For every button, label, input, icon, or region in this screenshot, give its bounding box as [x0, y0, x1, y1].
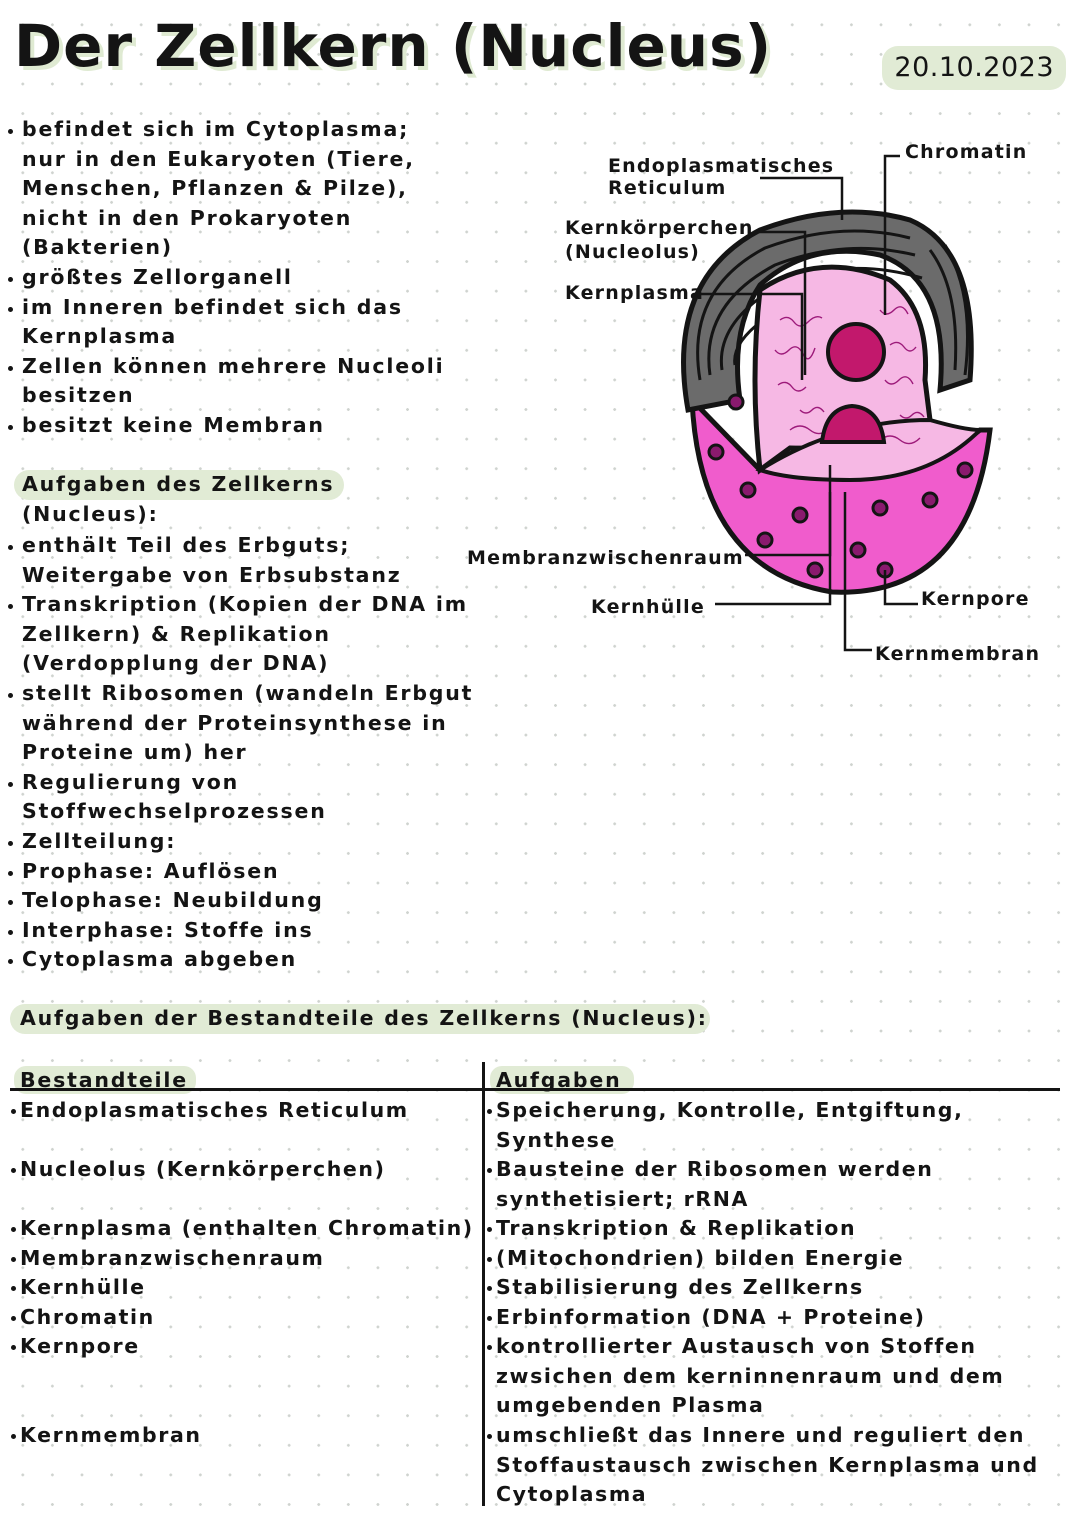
label-chromatin: Chromatin: [905, 141, 1027, 163]
table-cell-task: Bausteine der Ribosomen werden synthetis…: [486, 1155, 946, 1214]
table-cell-task: Erbinformation (DNA + Proteine): [486, 1303, 1056, 1333]
table-cell-task: (Mitochondrien) bilden Energie: [486, 1244, 1056, 1274]
table-cell-task: kontrollierter Austausch von Stoffen zws…: [486, 1332, 1026, 1421]
label-membranzwischenraum: Membranzwischenraum: [467, 547, 744, 569]
table-cell-part: Membranzwischenraum: [10, 1244, 325, 1274]
tasks-heading: Aufgaben des Zellkerns (Nucleus):: [14, 470, 344, 529]
table-cell-task: Speicherung, Kontrolle, Entgiftung, Synt…: [486, 1096, 1056, 1155]
list-item: Cytoplasma abgeben: [6, 945, 486, 975]
label-nucleolus-line2: (Nucleolus): [565, 241, 700, 263]
endoplasmic-reticulum-shape: [681, 209, 974, 413]
list-item: im Inneren befindet sich das Kernplasma: [6, 293, 442, 352]
list-item: stellt Ribosomen (wandeln Erbgut während…: [6, 679, 492, 768]
list-item: Transkription (Kopien der DNA im Zellker…: [6, 590, 482, 679]
table-heading: Aufgaben der Bestandteile des Zellkerns …: [10, 1004, 710, 1034]
table-cell-task: Stabilisierung des Zellkerns: [486, 1273, 1056, 1303]
nucleus-illustration: Endoplasmatisches Reticulum Chromatin Ke…: [467, 141, 1040, 665]
table-heading-text: Aufgaben der Bestandteile des Zellkerns …: [20, 1006, 708, 1030]
list-item: Prophase: Auflösen: [6, 857, 486, 887]
list-item: besitzt keine Membran: [6, 411, 486, 441]
task-bullet-list: enthält Teil des Erbguts; Weitergabe von…: [6, 531, 486, 975]
leader-lines: [698, 154, 918, 652]
label-kernplasma: Kernplasma: [565, 282, 704, 304]
tasks-heading-line2: (Nucleus):: [22, 501, 159, 526]
table-cell-part: Endoplasmatisches Reticulum: [10, 1096, 409, 1126]
date-badge: 20.10.2023: [882, 46, 1066, 90]
table-cell-task: Transkription & Replikation: [486, 1214, 1056, 1244]
list-item: Regulierung von Stoffwechselprozessen: [6, 768, 352, 827]
components-table: Bestandteile Aufgaben Endoplasmatisches …: [10, 1062, 1062, 1512]
label-nucleolus-line1: Kernkörperchen: [565, 217, 754, 239]
label-kernmembran: Kernmembran: [875, 643, 1040, 665]
nucleolus-lower: [819, 403, 887, 444]
list-item: Telophase: Neubildung: [6, 886, 486, 916]
label-er-line1: Endoplasmatisches: [608, 155, 834, 177]
list-item: befindet sich im Cytoplasma; nur in den …: [6, 115, 462, 263]
table-cell-part: Kernhülle: [10, 1273, 146, 1303]
page-title: Der Zellkern (Nucleus): [14, 12, 773, 80]
label-er-line2: Reticulum: [608, 177, 727, 199]
table-cell-part: Kernmembran: [10, 1421, 202, 1451]
nucleus-diagram: Endoplasmatisches Reticulum Chromatin Ke…: [460, 130, 1070, 670]
tasks-heading-line1: Aufgaben des Zellkerns: [22, 472, 335, 496]
table-cell-part: Kernplasma (enthalten Chromatin): [10, 1214, 474, 1244]
table-cell-part: Nucleolus (Kernkörperchen): [10, 1155, 386, 1185]
kernpore-dots: [707, 393, 974, 579]
table-cell-task: umschließt das Innere und reguliert den …: [486, 1421, 1051, 1510]
table-cell-part: Kernpore: [10, 1332, 140, 1362]
intro-bullet-list: befindet sich im Cytoplasma; nur in den …: [6, 115, 486, 441]
list-item: Interphase: Stoffe ins: [6, 916, 486, 946]
list-item: enthält Teil des Erbguts; Weitergabe von…: [6, 531, 402, 590]
table-cell-part: Chromatin: [10, 1303, 155, 1333]
table-column-divider: [482, 1062, 485, 1506]
label-kernpore: Kernpore: [921, 588, 1030, 610]
list-item: Zellen können mehrere Nucleoli besitzen: [6, 352, 462, 411]
list-item: Zellteilung:: [6, 827, 486, 857]
label-kernhuelle: Kernhülle: [591, 596, 705, 618]
list-item: größtes Zellorganell: [6, 263, 486, 293]
nucleolus-upper: [826, 322, 886, 382]
table-header-divider: [10, 1088, 1060, 1091]
